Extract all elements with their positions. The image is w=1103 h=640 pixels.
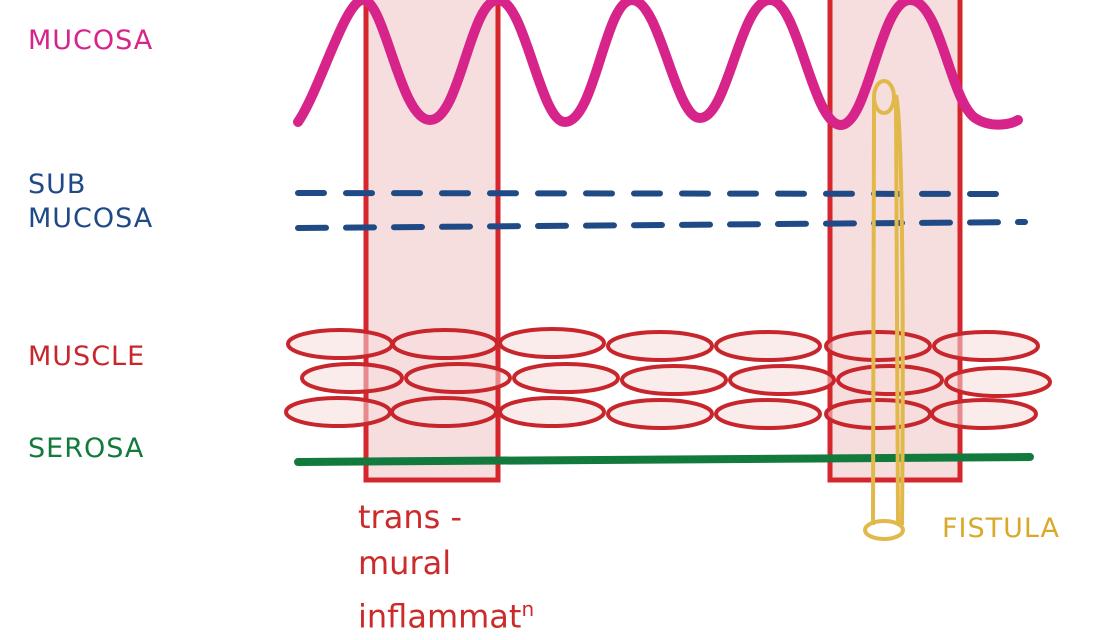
- annotation-line-1: trans -: [358, 498, 462, 536]
- mucosa-label: MUCOSA: [28, 25, 154, 56]
- annotation-superscript: n: [521, 597, 535, 621]
- muscle-cell: [606, 330, 714, 362]
- submucosa-label: SUB MUCOSA: [28, 168, 153, 236]
- muscle-cell: [284, 396, 392, 428]
- muscle-cell: [606, 398, 714, 430]
- muscle-layer: [284, 327, 1052, 430]
- muscle-cell: [714, 330, 822, 362]
- fistula-bottom-opening: [863, 519, 905, 541]
- muscle-cell: [286, 328, 394, 360]
- muscle-cell: [404, 362, 512, 394]
- muscle-cell: [836, 364, 944, 396]
- mucosa-wave: [293, 0, 1023, 130]
- muscle-cell: [498, 327, 606, 359]
- muscle-cell: [824, 398, 932, 430]
- muscle-cell: [390, 396, 498, 428]
- fistula-top-opening: [872, 79, 896, 115]
- muscle-cell: [300, 362, 404, 394]
- muscle-cell: [498, 396, 606, 428]
- annotation-line-3-text: inflammat: [358, 597, 522, 636]
- muscle-cell: [391, 328, 499, 360]
- serosa-label: SEROSA: [28, 433, 145, 464]
- fistula-label: FISTULA: [942, 513, 1061, 544]
- annotation-line-3: inflammatn: [358, 586, 534, 640]
- muscle-cell: [944, 366, 1052, 398]
- submucosa-line-lower: [295, 219, 1028, 231]
- fistula-tract: [863, 79, 905, 541]
- annotation-line-2: mural: [358, 544, 452, 582]
- submucosa-line-upper: [295, 190, 1015, 197]
- muscle-cell: [728, 364, 836, 396]
- serosa-line: [294, 453, 1034, 466]
- muscle-cell: [930, 398, 1038, 430]
- muscle-cell: [512, 362, 620, 394]
- muscle-cell: [932, 330, 1040, 362]
- submucosa-label-line-2: MUCOSA: [28, 203, 154, 234]
- submucosa-label-line-1: SUB: [28, 169, 87, 200]
- muscle-label: MUSCLE: [28, 341, 146, 372]
- muscle-cell: [824, 330, 932, 362]
- muscle-cell: [620, 364, 728, 396]
- muscle-cell: [714, 398, 822, 430]
- transmural-inflammation-annotation: trans - mural inflammatn: [358, 494, 534, 640]
